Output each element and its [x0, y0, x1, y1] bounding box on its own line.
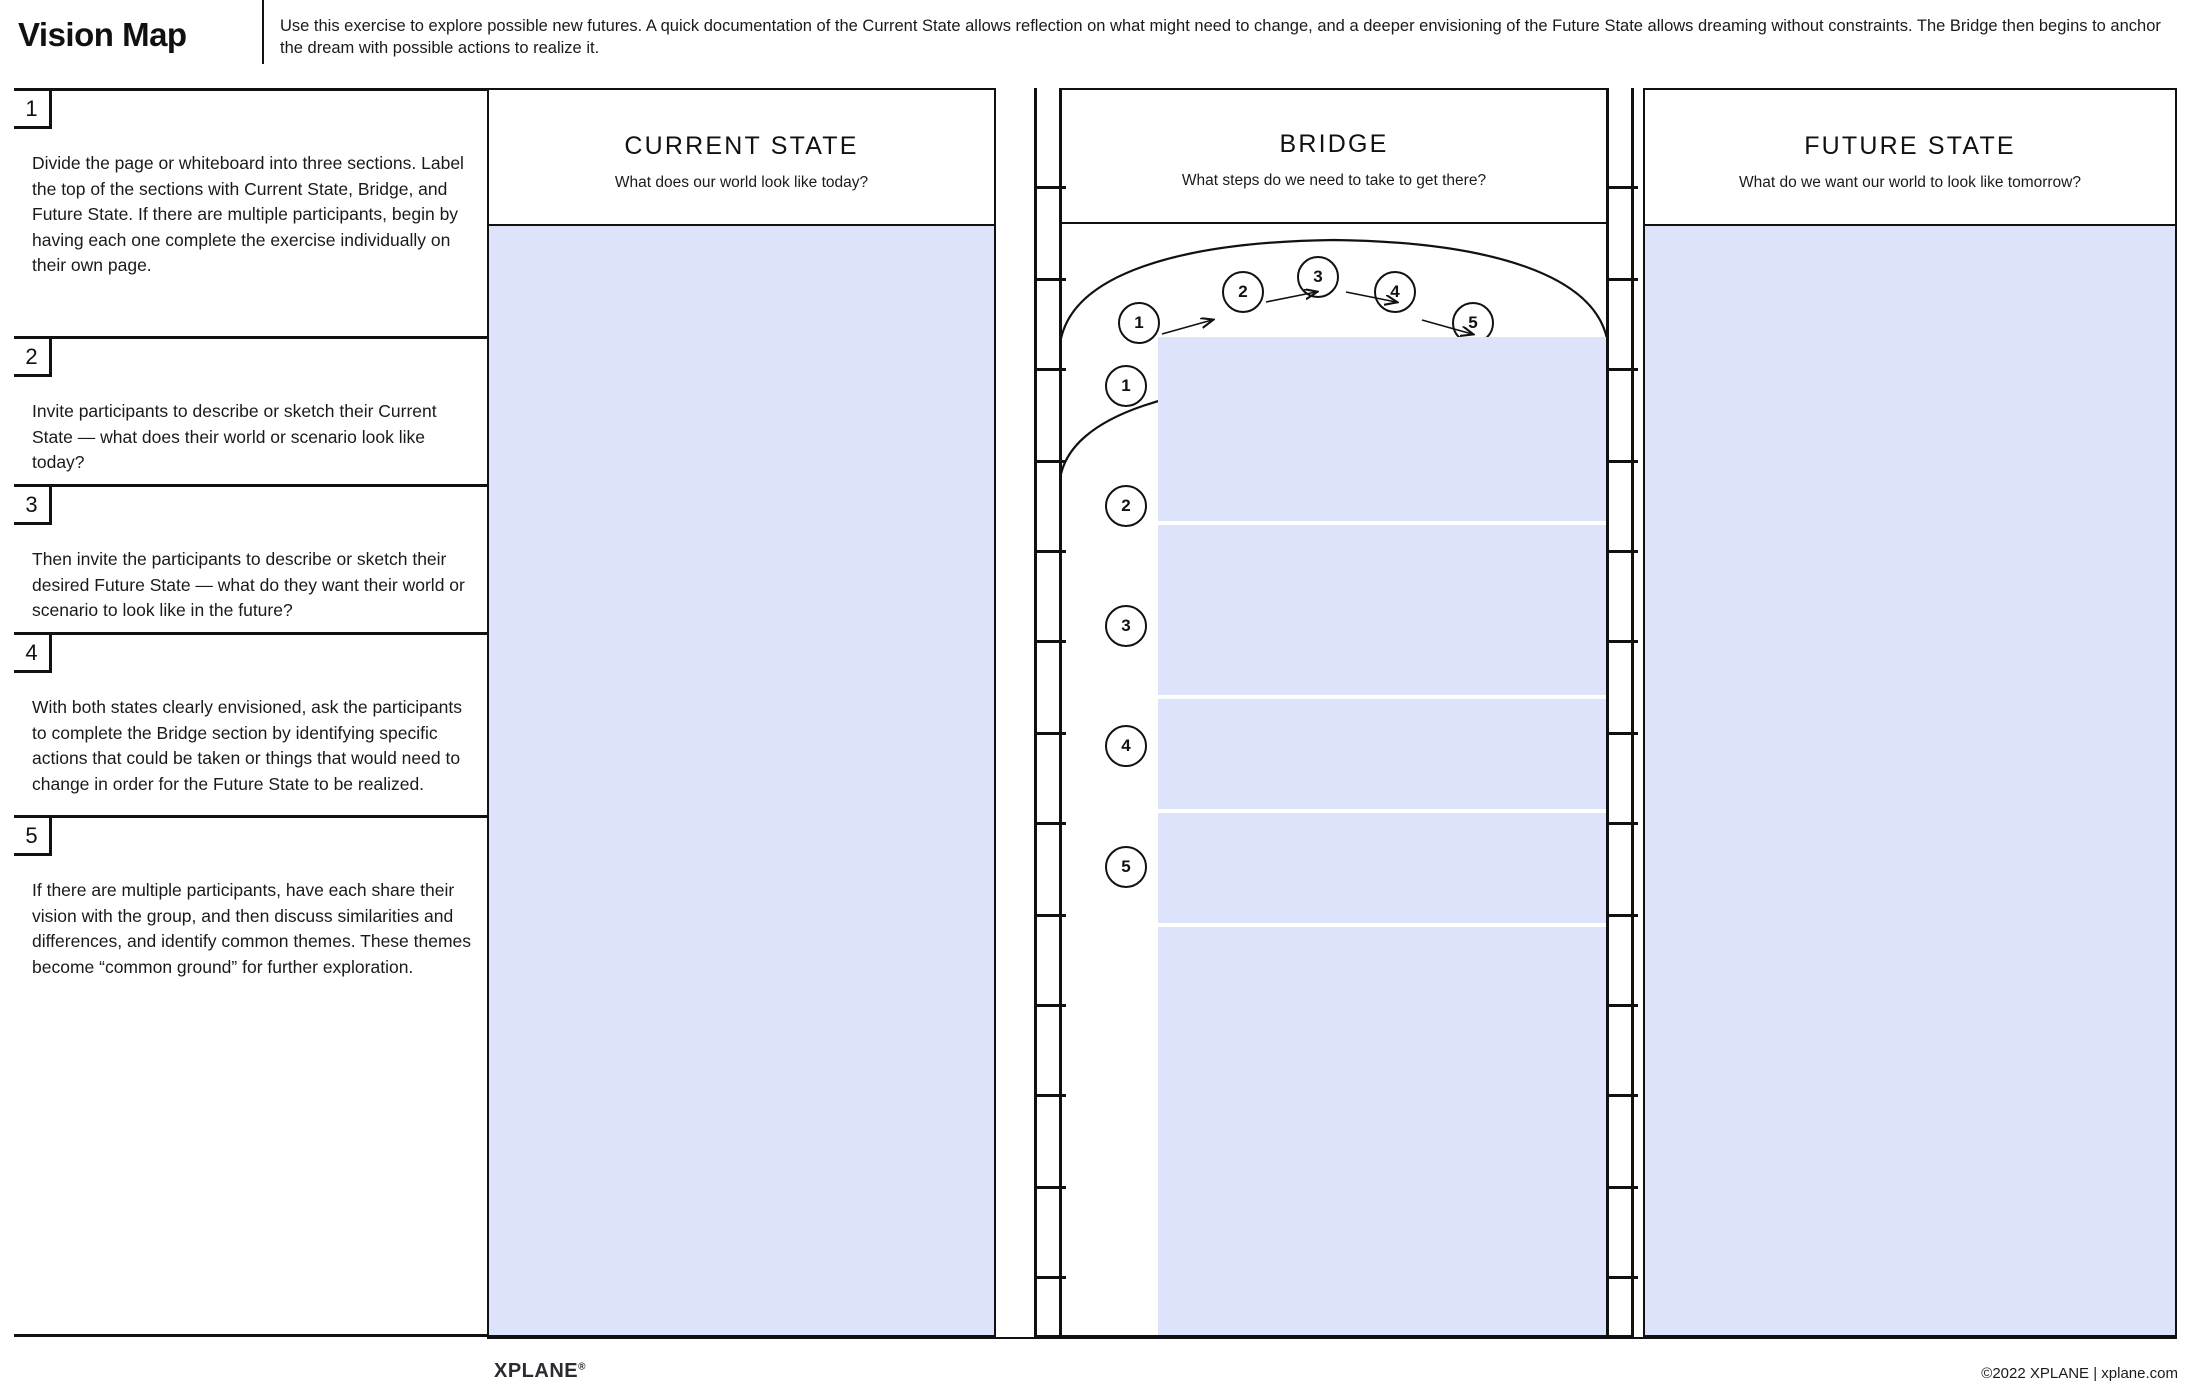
bridge-deck-step-2[interactable]: 2: [1105, 485, 1147, 527]
step-text: Then invite the participants to describe…: [32, 549, 465, 620]
bridge-rail-rung: [1608, 1004, 1638, 1007]
bridge-deck-step-1[interactable]: 1: [1105, 365, 1147, 407]
instruction-step: 4 With both states clearly envisioned, a…: [14, 632, 487, 815]
bridge-rail-rung: [1608, 914, 1638, 917]
bridge-rail-rung: [1036, 186, 1066, 189]
bridge-rail-rung: [1036, 368, 1066, 371]
step-text: If there are multiple participants, have…: [32, 880, 472, 977]
bridge-rail-rung: [1608, 1186, 1638, 1189]
bridge-deck-step-5[interactable]: 5: [1105, 846, 1147, 888]
bridge-deck-area-1[interactable]: [1158, 337, 1606, 521]
bridge-arc-step-4[interactable]: 4: [1374, 271, 1416, 313]
step-number-badge: 4: [14, 635, 52, 673]
panel-current-state-header: CURRENT STATE What does our world look l…: [489, 90, 994, 226]
bridge-rail-rung: [1036, 1186, 1066, 1189]
bridge-rail-rung: [1036, 822, 1066, 825]
bridge-rail-rung: [1608, 368, 1638, 371]
registered-mark-icon: ®: [578, 1361, 586, 1373]
bridge-arc-step-1[interactable]: 1: [1118, 302, 1160, 344]
bridge-deck-step-4[interactable]: 4: [1105, 725, 1147, 767]
bridge-arc-step-2-label: 2: [1238, 282, 1248, 301]
instruction-step: 5 If there are multiple participants, ha…: [14, 815, 487, 1334]
bridge-deck-step-2-label: 2: [1121, 496, 1131, 515]
bridge-deck-step-4-label: 4: [1121, 736, 1131, 755]
bridge-deck-area-5[interactable]: [1158, 927, 1606, 1337]
bridge-rail-rung: [1036, 732, 1066, 735]
bridge-rail-rung: [1036, 1004, 1066, 1007]
bridge-deck-area-4[interactable]: [1158, 813, 1606, 923]
bridge-deck-step-3-label: 3: [1121, 616, 1131, 635]
page-title: Vision Map: [18, 16, 187, 53]
bridge-right-rail: [1606, 88, 1638, 1337]
bridge-deck-area-2[interactable]: [1158, 525, 1606, 695]
panel-bridge-subtitle: What steps do we need to take to get the…: [1181, 172, 1487, 189]
current-state-drawing-area[interactable]: [489, 226, 994, 1335]
bridge-rail-rung: [1036, 1094, 1066, 1097]
bridge-arc-step-1-label: 1: [1134, 313, 1144, 332]
panel-current-state-subtitle: What does our world look like today?: [614, 174, 869, 191]
step-number-badge: 3: [14, 487, 52, 525]
bridge-arc-step-2[interactable]: 2: [1222, 271, 1264, 313]
bridge-arc-step-5-label: 5: [1468, 313, 1478, 332]
bridge-rail-rung: [1608, 460, 1638, 463]
panel-bridge: BRIDGE What steps do we need to take to …: [1034, 88, 1638, 1337]
future-state-drawing-area[interactable]: [1645, 226, 2175, 1335]
footer-rule: [487, 1337, 2177, 1339]
panel-bridge-header: [1060, 88, 1608, 224]
bridge-rail-rung: [1036, 914, 1066, 917]
bridge-deck-area-3[interactable]: [1158, 699, 1606, 809]
panel-future-state-subtitle: What do we want our world to look like t…: [1738, 174, 2081, 191]
bridge-rail-rung: [1608, 822, 1638, 825]
bridge-rail-rung: [1608, 640, 1638, 643]
step-text: With both states clearly envisioned, ask…: [32, 697, 462, 794]
bridge-rail-rung: [1036, 460, 1066, 463]
bridge-rail-rung: [1608, 186, 1638, 189]
panel-future-state-header: FUTURE STATE What do we want our world t…: [1645, 90, 2175, 226]
bridge-rail-rung: [1036, 1276, 1066, 1279]
bridge-rail-rung: [1036, 640, 1066, 643]
step-number-badge: 2: [14, 339, 52, 377]
bridge-header-rule: [1034, 222, 1634, 224]
panel-current-state-title: CURRENT STATE: [624, 132, 859, 160]
copyright-text: ©2022 XPLANE | xplane.com: [1981, 1365, 2178, 1382]
bridge-arc-step-4-label: 4: [1390, 282, 1400, 301]
header-divider: [262, 0, 264, 64]
page-header: Vision Map Use this exercise to explore …: [0, 0, 2190, 64]
xplane-logo-text: XPLANE: [494, 1360, 579, 1382]
steps-bottom-rule: [14, 1334, 487, 1337]
panel-future-state: FUTURE STATE What do we want our world t…: [1643, 88, 2177, 1337]
bridge-deck-step-3[interactable]: 3: [1105, 605, 1147, 647]
bridge-rail-rung: [1608, 1276, 1638, 1279]
step-number-badge: 1: [14, 91, 52, 129]
panel-bridge-title: BRIDGE: [1279, 130, 1389, 158]
bridge-rail-rung: [1608, 278, 1638, 281]
step-text: Invite participants to describe or sketc…: [32, 401, 437, 472]
panel-future-state-title: FUTURE STATE: [1804, 132, 2016, 160]
bridge-deck-step-1-label: 1: [1121, 376, 1131, 395]
header-description: Use this exercise to explore possible ne…: [280, 17, 2161, 57]
panel-current-state: CURRENT STATE What does our world look l…: [487, 88, 996, 1337]
bridge-rail-rung: [1608, 550, 1638, 553]
bridge-deck-step-5-label: 5: [1121, 857, 1131, 876]
bridge-rail-rung: [1608, 732, 1638, 735]
bridge-arc-arrows: [1161, 224, 1608, 484]
bridge-arc-step-3-label: 3: [1313, 267, 1323, 286]
bridge-rail-rung: [1036, 278, 1066, 281]
step-number-badge: 5: [14, 818, 52, 856]
bridge-rail-rung: [1608, 1094, 1638, 1097]
instruction-steps-column: 1 Divide the page or whiteboard into thr…: [14, 88, 487, 1334]
bridge-rail-rung: [1036, 550, 1066, 553]
instruction-step: 2 Invite participants to describe or ske…: [14, 336, 487, 484]
bridge-bottom-rule: [1034, 1335, 1634, 1337]
step-text: Divide the page or whiteboard into three…: [32, 153, 464, 275]
bridge-left-rail: [1034, 88, 1066, 1337]
xplane-logo: XPLANE®: [494, 1360, 586, 1383]
instruction-step: 1 Divide the page or whiteboard into thr…: [14, 88, 487, 336]
instruction-step: 3 Then invite the participants to descri…: [14, 484, 487, 632]
